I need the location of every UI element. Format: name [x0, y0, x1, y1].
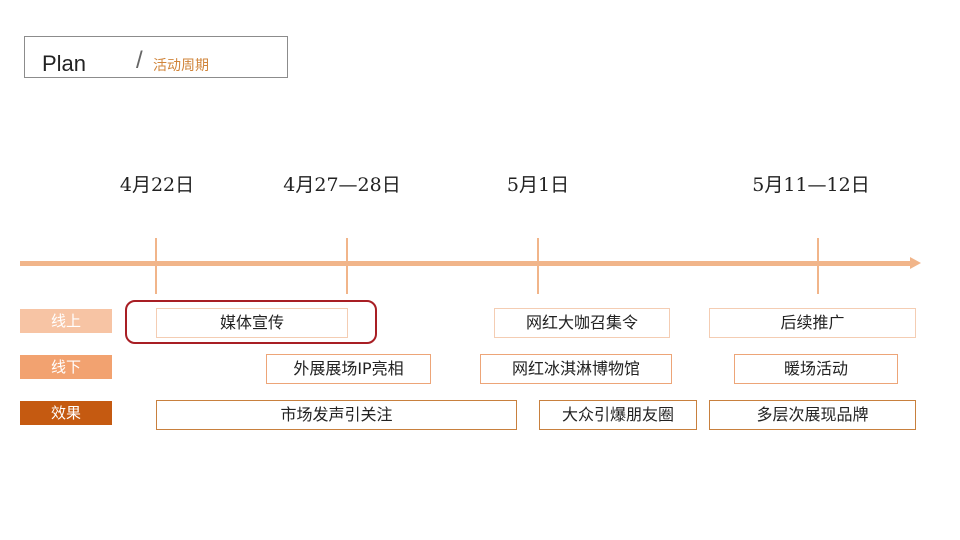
page-subtitle: 活动周期: [153, 58, 209, 74]
timeline-axis: [20, 261, 912, 266]
online-item-media: 媒体宣传: [156, 308, 348, 338]
offline-item-ip: 外展展场IP亮相: [266, 354, 431, 384]
offline-item-museum: 网红冰淇淋博物馆: [480, 354, 672, 384]
timeline-tick: [346, 238, 348, 294]
timeline-tick: [537, 238, 539, 294]
date-may-1: 5月1日: [506, 174, 570, 196]
row-label-offline: 线下: [20, 355, 112, 379]
timeline-tick: [817, 238, 819, 294]
date-apr-22: 4月22日: [119, 174, 195, 196]
effect-item-social: 大众引爆朋友圈: [539, 400, 697, 430]
effect-item-brand: 多层次展现品牌: [709, 400, 916, 430]
date-apr-27-28: 4月27—28日: [283, 174, 401, 196]
online-item-promotion: 后续推广: [709, 308, 916, 338]
row-label-online: 线上: [20, 309, 112, 333]
date-may-11-12: 5月11—12日: [752, 174, 870, 196]
timeline-tick: [155, 238, 157, 294]
timeline-arrowhead: [910, 257, 921, 269]
offline-item-warmup: 暖场活动: [734, 354, 898, 384]
page-title: Plan: [42, 51, 87, 76]
title-slash: /: [136, 47, 143, 74]
highlight-frame: [125, 300, 377, 344]
row-label-effect: 效果: [20, 401, 112, 425]
title-box: Plan / 活动周期: [24, 36, 288, 78]
effect-item-market: 市场发声引关注: [156, 400, 517, 430]
online-item-influencer: 网红大咖召集令: [494, 308, 670, 338]
